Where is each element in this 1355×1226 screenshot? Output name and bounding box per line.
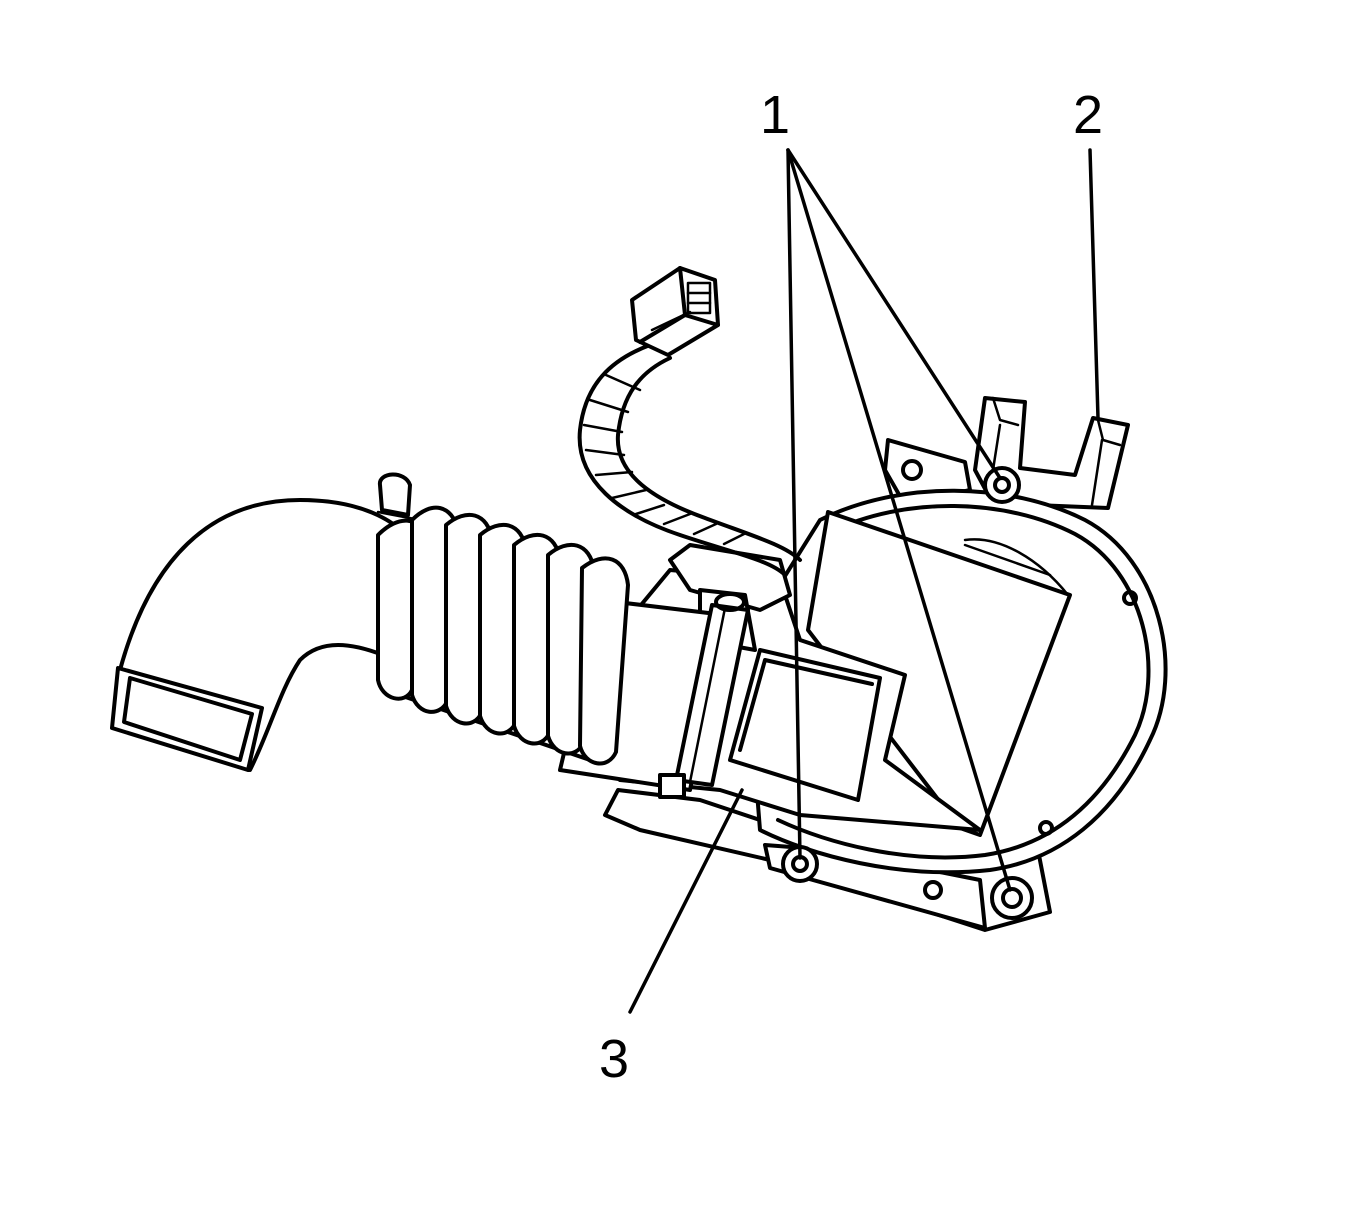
leader-lines xyxy=(628,148,1100,1014)
callout-1: 1 xyxy=(760,85,790,145)
bellows-duct xyxy=(376,505,630,766)
fastener-top xyxy=(983,466,1021,504)
fastener-bottom-right xyxy=(990,876,1034,920)
electrical-connector xyxy=(630,266,720,357)
leader-1-bottom-left xyxy=(786,148,802,860)
wiring-harness xyxy=(577,343,802,577)
leader-3 xyxy=(628,788,744,1014)
leader-1-bottom-right xyxy=(786,148,1012,892)
housing-base-plate xyxy=(603,438,1052,932)
leader-2 xyxy=(1088,148,1100,420)
callout-3: 3 xyxy=(599,1029,629,1089)
callout-2: 2 xyxy=(1073,85,1103,145)
filter-element xyxy=(806,510,1072,837)
intake-elbow xyxy=(110,472,422,772)
leader-1-top xyxy=(786,148,1002,480)
